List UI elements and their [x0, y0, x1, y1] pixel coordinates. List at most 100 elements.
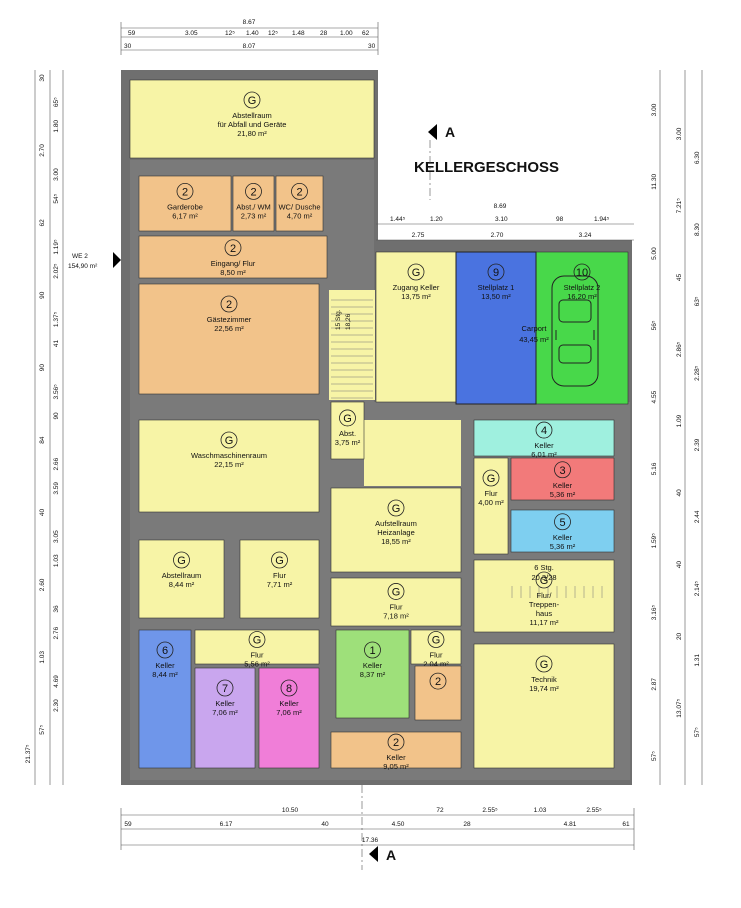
room-label: Abstellraum: [162, 571, 202, 580]
dim-left-label: 3.56⁵: [53, 384, 60, 400]
dim-left-label: 84: [39, 436, 46, 444]
dim-left-label: 2.02⁵: [53, 263, 60, 279]
dim-left-label: 90: [39, 291, 46, 299]
dim-top-11: 8.07: [243, 43, 256, 50]
flur-upper-fill: [364, 420, 461, 486]
section-marker-bottom: A: [369, 846, 396, 863]
dim-right-label: 3.16⁵: [651, 605, 658, 621]
room-badge-label: 1: [369, 645, 375, 657]
room-label: Keller: [386, 753, 406, 762]
room-badge-label: 2: [393, 737, 399, 749]
plan-title: KELLERGESCHOSS: [414, 159, 559, 176]
stairs-upper: [331, 299, 373, 399]
dim-ur-overall: 8.69: [494, 203, 507, 210]
dim-left-label: 62: [39, 219, 46, 227]
room-label: Abstellraum: [232, 111, 272, 120]
room-label: 19,74 m²: [529, 684, 559, 693]
dim-top-7: 28: [320, 30, 328, 37]
stair-count: 15 Stg.: [335, 309, 342, 330]
dim-left-label: 4.69: [53, 675, 60, 688]
room-badge: [248, 631, 266, 648]
room-badge: [173, 551, 190, 569]
dim-right-label: 2.28⁵: [694, 365, 701, 381]
room-badge-label: 2: [296, 186, 302, 198]
room-label: Aufstellraum: [375, 519, 417, 528]
dim-ur-3: 3.10: [495, 216, 508, 223]
section-marker-top: A: [428, 124, 455, 140]
room-badge: [364, 641, 381, 659]
svg-text:WE 2: WE 2: [72, 253, 88, 260]
dim-left-label: 2.60: [39, 578, 46, 591]
dim-ur-1: 1.44⁵: [390, 216, 406, 223]
dim-b-7: 6.17: [220, 821, 233, 828]
room-label: 2,73 m²: [241, 211, 267, 220]
dim-left-label: 65⁵: [53, 97, 60, 107]
dim-left-label: 90: [53, 412, 60, 420]
svg-text:A: A: [445, 124, 455, 140]
dim-top-8: 1.00: [340, 30, 353, 37]
room-badge-label: 2: [230, 243, 236, 255]
top-dimensions: [120, 22, 379, 55]
room-label: Flur: [251, 651, 264, 660]
room-badge: [224, 239, 242, 257]
room-badge: [535, 421, 553, 439]
room-badge-label: G: [540, 659, 549, 671]
room-badge: [280, 679, 298, 697]
dim-top-10: 30: [124, 43, 132, 50]
room-badge-label: 4: [541, 425, 547, 437]
stair-area: [329, 290, 375, 400]
room-badge-label: G: [343, 413, 352, 425]
dim-right-label: 8.30: [694, 223, 701, 236]
dim-ur-8: 3.24: [579, 232, 592, 239]
svg-text:154,90 m²: 154,90 m²: [68, 263, 98, 270]
room-label: 18,55 m²: [381, 537, 411, 546]
left-dimension-labels: 3065⁵1.802.703.0054⁵621.19⁵2.02⁵901.37⁵4…: [25, 74, 60, 763]
room-badge-label: 2: [226, 299, 232, 311]
dim-ur-5: 1.94⁵: [594, 216, 610, 223]
room-badge: [487, 263, 505, 281]
dim-left-label: 1.03: [53, 554, 60, 567]
room-label: Technik: [531, 675, 557, 684]
room-label: Keller: [155, 661, 175, 670]
carport: Carport 43,45 m²: [455, 251, 549, 405]
dim-right-label: 4.55: [651, 390, 658, 403]
dim-right-label: 40: [676, 561, 683, 569]
room-keller2: 2: [414, 665, 462, 721]
svg-text:Carport: Carport: [521, 324, 547, 333]
dim-top-4: 1.40: [246, 30, 259, 37]
room-label: 5,56 m²: [244, 660, 270, 669]
room-badge: [535, 655, 553, 673]
room-label: Keller: [363, 661, 383, 670]
dim-right-label: 2.44: [694, 510, 701, 523]
room-badge-label: 9: [493, 267, 499, 279]
room-label: Treppen-: [529, 600, 560, 609]
room-label: Keller: [279, 699, 299, 708]
dim-ur-7: 2.70: [491, 232, 504, 239]
room-badge: [220, 295, 238, 313]
svg-text:43,45 m²: 43,45 m²: [519, 335, 549, 344]
dim-b-overall: 17.36: [362, 837, 379, 844]
dim-left-label: 3.59: [53, 482, 60, 495]
upper-right-dimensions: [376, 223, 634, 241]
room-badge-label: 5: [559, 517, 565, 529]
dim-b-6: 59: [124, 821, 132, 828]
dim-left-label: 21.37⁵: [25, 744, 32, 763]
room-badge-label: G: [275, 555, 284, 567]
dim-ur-6: 2.75: [412, 232, 425, 239]
dim-right-label: 57⁵: [651, 751, 658, 761]
room-badge: [407, 263, 425, 281]
room-label: Eingang/ Flur: [211, 259, 256, 268]
dim-top-9: 62: [362, 30, 370, 37]
room-badge-label: G: [392, 586, 401, 598]
